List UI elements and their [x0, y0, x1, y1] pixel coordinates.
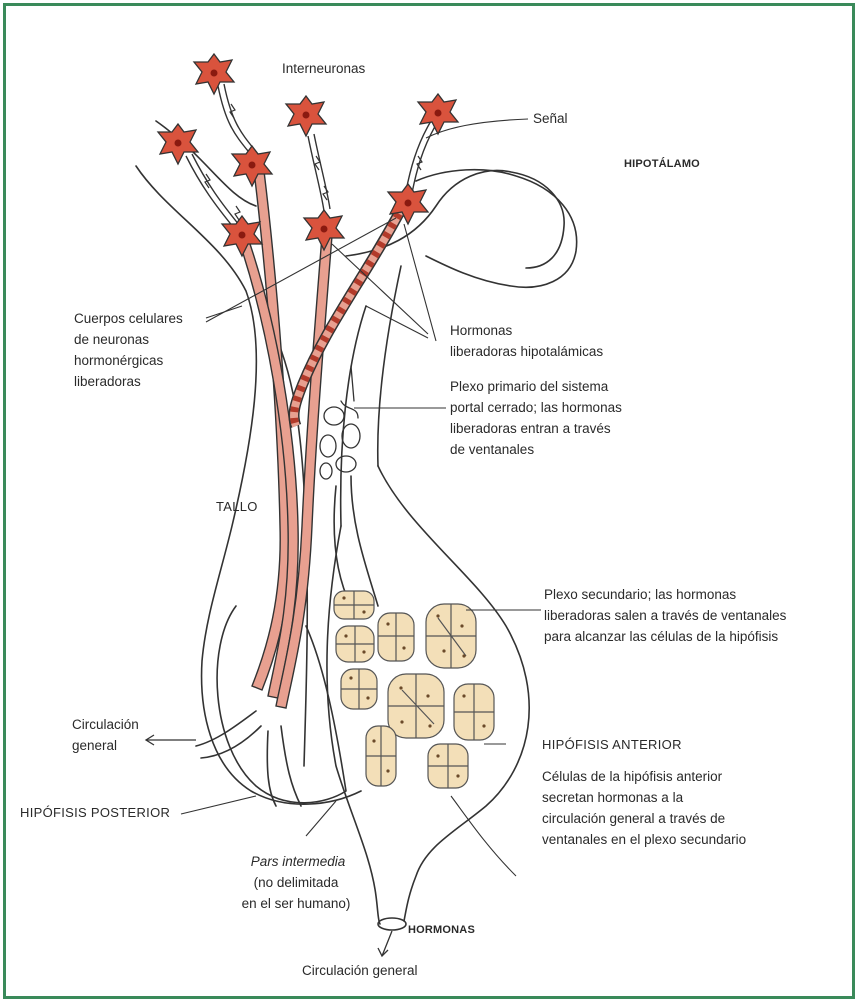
circulacion-general-left-label: Circulación general — [72, 714, 139, 756]
axon — [238, 238, 298, 698]
plexo-secundario-label: Plexo secundario; las hormonas liberador… — [544, 584, 786, 647]
primary-plexus — [320, 366, 360, 479]
anterior-cell-clusters — [334, 591, 494, 788]
cell-cluster — [378, 613, 414, 661]
hipofisis-posterior-label: HIPÓFISIS POSTERIOR — [20, 802, 170, 823]
portal-vessel — [334, 486, 351, 606]
diagram-frame: Interneuronas Señal HIPOTÁLAMO Cuerpos c… — [3, 3, 855, 999]
cell-cluster — [454, 684, 494, 740]
neurons — [158, 54, 458, 256]
circulacion-general-bottom-label: Circulación general — [302, 960, 418, 981]
outlet-vessel — [378, 918, 406, 930]
tallo-label: TALLO — [216, 496, 258, 517]
cell-cluster — [336, 626, 374, 662]
posterior-vein — [201, 726, 261, 758]
hormonas-liberadoras-label: Hormonas liberadoras hipotalámicas — [450, 320, 603, 362]
portal-vessel — [351, 476, 378, 606]
celulas-hipofisis-label: Células de la hipófisis anterior secreta… — [542, 766, 746, 850]
cell-cluster — [366, 726, 396, 786]
cuerpos-celulares-label: Cuerpos celulares de neuronas hormonérgi… — [74, 308, 183, 392]
cell-cluster — [426, 604, 476, 668]
cell-cluster — [334, 591, 374, 619]
cell-cluster — [341, 669, 377, 709]
cell-cluster — [388, 674, 444, 738]
hipotalamo-label: HIPOTÁLAMO — [624, 154, 700, 175]
hormonas-label: HORMONAS — [408, 920, 475, 941]
pars-intermedia-label: Pars intermedia — [228, 851, 368, 872]
hypothalamus-outline — [416, 170, 577, 288]
interneuronas-label: Interneuronas — [282, 58, 365, 79]
stalk-outline — [378, 266, 401, 466]
arrow-icon — [146, 735, 196, 745]
senal-label: Señal — [533, 108, 568, 129]
axons — [238, 171, 332, 708]
arrow-icon — [378, 931, 392, 956]
hipofisis-anterior-label: HIPÓFISIS ANTERIOR — [542, 734, 682, 755]
cell-cluster — [428, 744, 468, 788]
plexo-primario-label: Plexo primario del sistema portal cerrad… — [450, 376, 622, 460]
posterior-vein — [281, 726, 301, 806]
no-delimitada-label: (no delimitada en el ser humano) — [216, 872, 376, 914]
